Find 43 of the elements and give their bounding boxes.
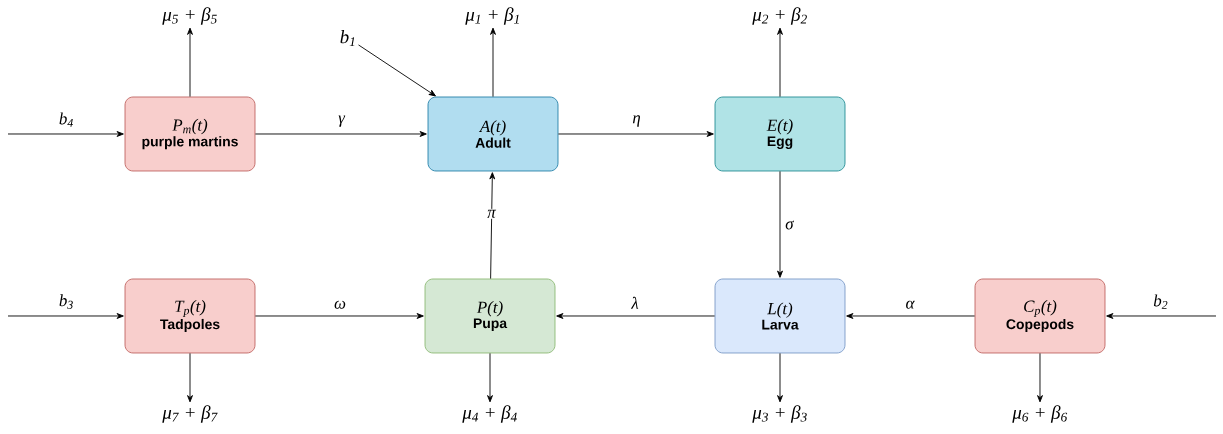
arrow [777, 352, 783, 403]
formula-label: μ$_{7}$ + β$_{7}$ [162, 405, 218, 423]
edge-label: σ [784, 219, 795, 231]
arrow [1037, 352, 1043, 403]
process-box: P(t) Pupa [424, 278, 556, 354]
process-box: A(t) Adult [427, 96, 559, 172]
edge-label: ω [333, 299, 347, 310]
edge-label: γ [337, 114, 346, 128]
arrow [777, 170, 783, 278]
arrow [557, 131, 714, 137]
edge-label: b$_{4}$ [57, 111, 75, 128]
arrow [358, 44, 436, 97]
arrow [487, 352, 493, 403]
edge-label: λ [630, 295, 640, 310]
formula-label: μ$_{3}$ + β$_{3}$ [752, 405, 807, 423]
formula-label: b$_{1}$ [340, 30, 355, 46]
process-box: P$_{m}$(t) purple martins [124, 96, 256, 172]
arrow [846, 313, 976, 319]
arrow [187, 352, 193, 403]
edge-label: α [904, 299, 916, 310]
arrow [489, 172, 496, 280]
arrow [187, 27, 193, 98]
edge-label: b$_{3}$ [57, 293, 75, 310]
arrow [7, 313, 124, 319]
arrow [556, 313, 716, 319]
process-box: L(t) Larva [714, 278, 846, 354]
arrow [1106, 313, 1217, 319]
edge-label: b$_{2}$ [1152, 293, 1170, 310]
arrow [254, 131, 427, 137]
arrow [254, 313, 424, 319]
formula-label: μ$_{4}$ + β$_{4}$ [462, 405, 517, 423]
formula-label: μ$_{1}$ + β$_{1}$ [465, 7, 519, 25]
process-box: E(t) Egg [714, 96, 846, 172]
process-box: C$_{p}$(t) Copepods [974, 278, 1106, 354]
formula-label: μ$_{6}$ + β$_{6}$ [1012, 405, 1068, 423]
arrow [777, 27, 783, 98]
edge-label: π [486, 208, 497, 219]
arrow [490, 27, 496, 98]
edge-label: η [631, 114, 642, 128]
process-box: T$_{p}$(t) Tadpoles [124, 278, 256, 354]
arrow [7, 131, 124, 137]
formula-label: μ$_{5}$ + β$_{5}$ [162, 7, 217, 25]
formula-label: μ$_{2}$ + β$_{2}$ [752, 7, 807, 25]
